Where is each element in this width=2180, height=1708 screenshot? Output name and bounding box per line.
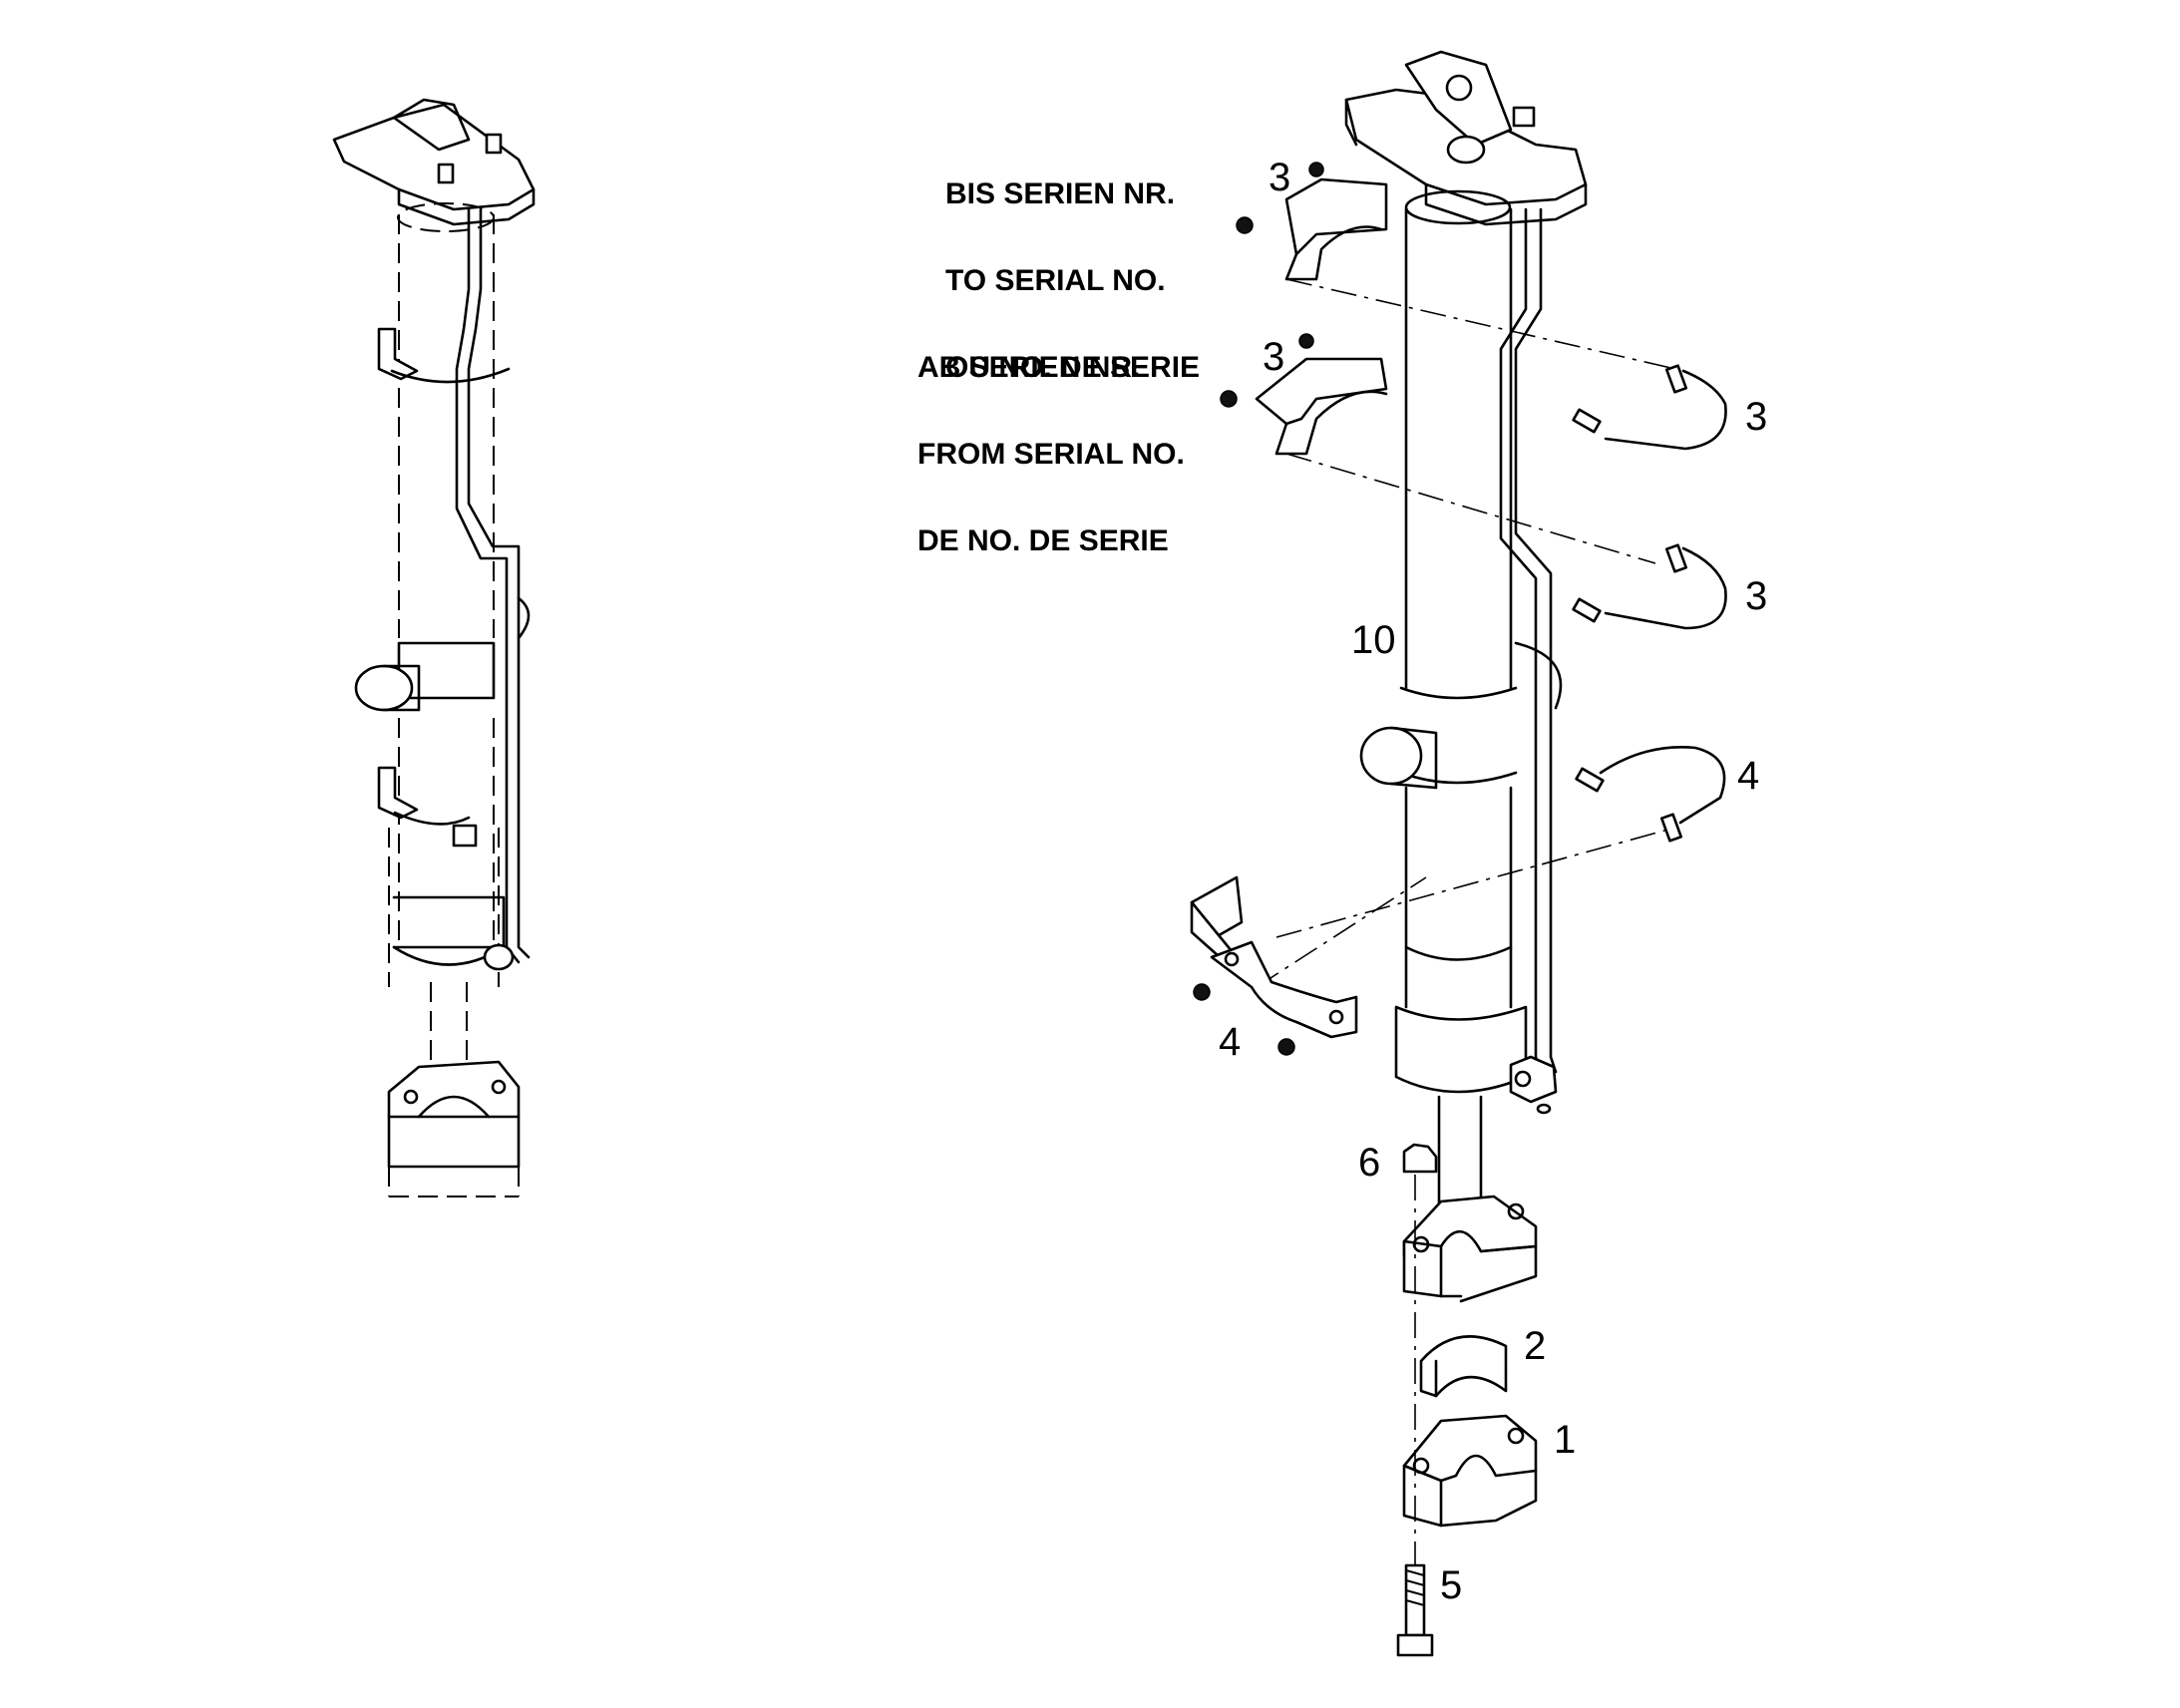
callout-cylinder: 10: [1351, 618, 1396, 662]
callout-bearing-cap: 1: [1554, 1418, 1577, 1462]
from-serial-de: AB SERIEN NR.: [917, 351, 1141, 384]
assembled-cylinder-view: [332, 98, 536, 1197]
before-serial-fr: OU NO. DE SERIE: [945, 351, 1201, 384]
before-serial-en: TO SERIAL NO.: [945, 264, 1166, 297]
before-serial-de: BIS SERIEN NR.: [945, 177, 1176, 210]
pipe-3-lower: [1572, 543, 1727, 630]
from-serial-note: AB SERIEN NR. FROM SERIAL NO. DE NO. DE …: [917, 295, 1185, 584]
callout-clamp-new: 3: [1263, 335, 1285, 379]
callout-bolt: 5: [1440, 1563, 1463, 1607]
exploded-cylinder-view: [1190, 50, 1727, 1657]
callout-bracket: 4: [1219, 1020, 1242, 1064]
pipe-3-upper: [1572, 364, 1727, 451]
callout-pipe-upper: 3: [1745, 395, 1768, 439]
from-serial-en: FROM SERIAL NO.: [917, 438, 1185, 471]
bracket-4: [1190, 875, 1358, 1056]
callout-pipe-4: 4: [1737, 754, 1760, 798]
callout-bushing: 2: [1524, 1324, 1547, 1368]
callout-pipe-lower: 3: [1745, 574, 1768, 618]
from-serial-fr: DE NO. DE SERIE: [917, 524, 1169, 557]
callout-nut: 6: [1358, 1141, 1381, 1185]
pipe-4: [1575, 746, 1726, 843]
callout-clamp-old: 3: [1269, 156, 1291, 199]
before-serial-note: BIS SERIEN NR. TO SERIAL NO. OU NO. DE S…: [945, 122, 1200, 411]
